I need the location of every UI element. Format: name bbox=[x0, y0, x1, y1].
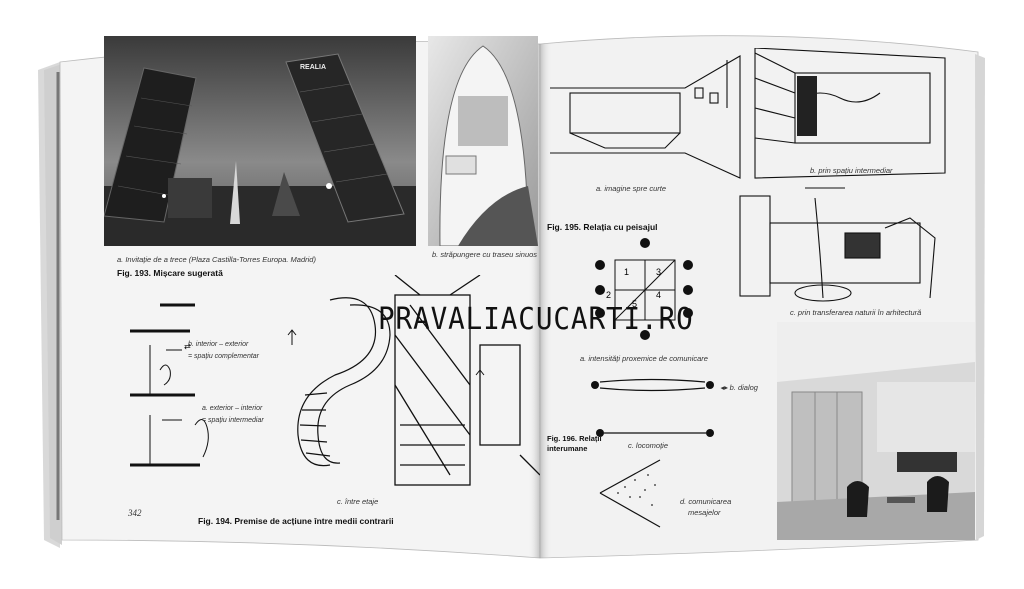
figure-title-194: Fig. 194. Premise de acțiune între medii… bbox=[198, 516, 394, 526]
caption-fig195-a: a. imagine spre curte bbox=[596, 184, 667, 193]
photo-sinuous-interior bbox=[428, 36, 538, 246]
label-fig194-b-line2: = spațiu complementar bbox=[188, 353, 260, 360]
caption-fig193-b: b. străpungere cu traseu sinuos bbox=[432, 250, 538, 259]
fig196-diagrams: 1 2 3 4 5 bbox=[591, 238, 714, 528]
dialog-arrows-icon: ◂▸ bbox=[720, 383, 730, 392]
photo-interior-lounge bbox=[777, 322, 975, 540]
label-fig194-a-line2: = spațiu intermediar bbox=[202, 417, 264, 424]
fig195-sketches bbox=[550, 48, 946, 302]
caption-fig195-b: b. prin spațiu intermediar bbox=[810, 166, 893, 175]
watermark-text: PRAVALIACUCARTI.RO bbox=[378, 302, 694, 337]
grid-number-1: 1 bbox=[624, 267, 629, 277]
svg-text:⇄: ⇄ bbox=[184, 342, 191, 351]
grid-number-3: 3 bbox=[656, 267, 661, 277]
figure-title-196-line2: interumane bbox=[547, 444, 588, 453]
page-number: 342 bbox=[128, 508, 142, 518]
caption-fig196-b: ◂▸ b. dialog bbox=[720, 383, 758, 392]
label-fig194-b-line1: b. interior – exterior bbox=[188, 341, 249, 348]
grid-number-2: 2 bbox=[606, 290, 611, 300]
caption-fig196-c: c. locomoție bbox=[628, 441, 669, 450]
grid-number-4: 4 bbox=[656, 290, 661, 300]
caption-fig196-d-line1: d. comunicarea bbox=[680, 497, 732, 506]
figure-title-196-line1: Fig. 196. Relații bbox=[547, 434, 602, 443]
label-fig194-c: c. între etaje bbox=[337, 497, 379, 506]
figure-title-195: Fig. 195. Relația cu peisajul bbox=[547, 222, 658, 232]
label-fig194-a-line1: a. exterior – interior bbox=[202, 405, 263, 412]
caption-fig193-a: a. Invitație de a trece (Plaza Castilla-… bbox=[117, 255, 316, 264]
figure-title-193: Fig. 193. Mișcare sugerată bbox=[117, 268, 223, 278]
caption-fig196-b-text: b. dialog bbox=[729, 383, 758, 392]
grid-number-5: 5 bbox=[632, 299, 637, 309]
caption-fig195-c: c. prin transferarea naturii în arhitect… bbox=[790, 308, 922, 317]
tower-sign: REALIA bbox=[300, 64, 326, 71]
caption-fig196-d-line2: mesajelor bbox=[688, 508, 721, 517]
fig194-sketches: ⇄ bbox=[130, 275, 540, 486]
photo-kio-towers: REALIA bbox=[104, 36, 416, 246]
caption-fig196-a: a. intensități proxemice de comunicare bbox=[580, 354, 708, 363]
